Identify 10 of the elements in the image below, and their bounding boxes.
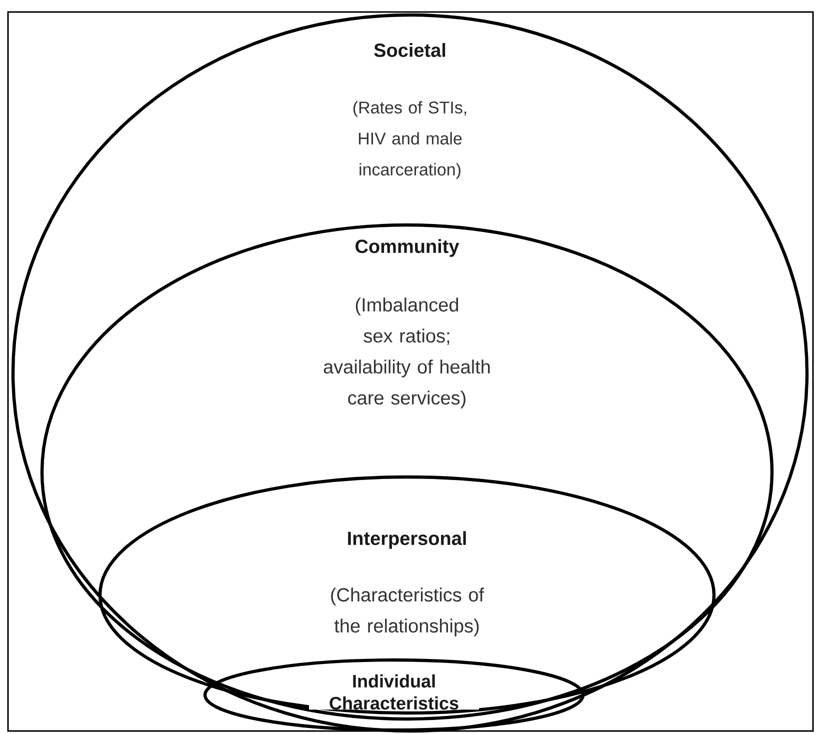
level-heading: Societal — [374, 43, 446, 57]
level-heading: Individual Characteristics — [309, 674, 479, 710]
level-ellipse — [203, 658, 585, 732]
level-heading: Community — [356, 239, 460, 257]
level-description: (Rates of STIs, HIV and male incarceration) — [353, 101, 466, 179]
level-heading: Interpersonal — [348, 531, 466, 549]
level-ellipse — [40, 223, 774, 721]
level-ellipse — [98, 475, 716, 715]
level-description: (Characteristics of the relationships) — [331, 588, 484, 636]
level-description: (Imbalanced sex ratios; availability of health care services) — [324, 298, 490, 408]
